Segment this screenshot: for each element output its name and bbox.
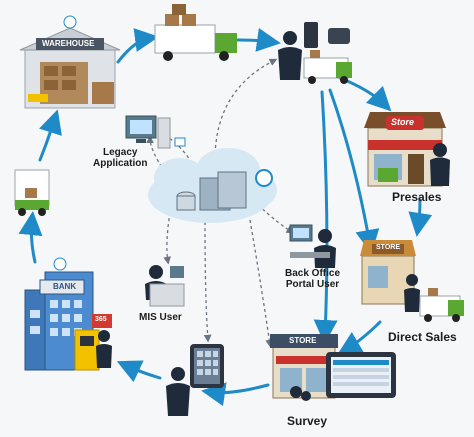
store-presales-sign: Store bbox=[391, 117, 415, 127]
arrow-warehouse-to-truck bbox=[116, 28, 159, 64]
cloud-server-icon bbox=[148, 148, 277, 223]
arrow-salesman-to-survey bbox=[313, 90, 338, 344]
computer-icon bbox=[125, 115, 186, 149]
connector-cloud-survey bbox=[249, 219, 274, 348]
bank-icon bbox=[24, 257, 112, 371]
salesman-icon bbox=[278, 22, 352, 84]
arrow-survey-to-salesman2 bbox=[201, 382, 270, 407]
arrow-presales-to-directsales bbox=[408, 198, 433, 237]
back-office-computer-icon bbox=[289, 224, 336, 268]
direct-sales-label: Direct Sales bbox=[388, 330, 457, 344]
connector-cloud-salesman bbox=[214, 58, 278, 161]
connector-cloud-tablet bbox=[203, 221, 212, 343]
bank-sign-label: BANK bbox=[53, 282, 77, 291]
connector-cloud-mis bbox=[163, 211, 171, 265]
back-office-line1: Back Office bbox=[285, 268, 341, 279]
atm-365-label: 365 bbox=[95, 316, 107, 323]
legacy-label-line1: Legacy bbox=[102, 147, 138, 158]
arrow-truck-to-salesman bbox=[236, 28, 281, 52]
store-survey-icon bbox=[270, 334, 396, 401]
legacy-application-label: Legacy Application bbox=[93, 147, 147, 169]
tablet-icon bbox=[166, 344, 224, 416]
person-icon bbox=[145, 265, 185, 307]
arrow-truck-to-warehouse bbox=[38, 109, 62, 162]
delivery-truck-left-icon bbox=[14, 169, 50, 216]
store-survey-sign: STORE bbox=[289, 336, 317, 345]
delivery-truck-icon bbox=[154, 4, 237, 61]
presales-label: Presales bbox=[392, 190, 442, 204]
store-directsales-icon bbox=[360, 240, 464, 322]
arrow-directsales-to-survey bbox=[337, 320, 382, 355]
back-office-line2: Portal User bbox=[285, 279, 340, 290]
store-directsales-sign: STORE bbox=[376, 244, 400, 251]
arrow-salesman2-to-bank bbox=[116, 360, 162, 383]
legacy-label-line2: Application bbox=[93, 158, 148, 169]
store-presales-icon bbox=[364, 112, 450, 187]
connector-cloud-backoffice bbox=[257, 204, 295, 234]
arrow-salesman-to-directsales bbox=[328, 88, 380, 254]
arrow-bank-to-truck bbox=[18, 211, 43, 264]
mis-user-label: MIS User bbox=[139, 312, 182, 323]
warehouse-icon bbox=[19, 15, 121, 109]
survey-label: Survey bbox=[287, 414, 328, 428]
back-office-label: Back Office Portal User bbox=[285, 268, 340, 290]
warehouse-label: WAREHOUSE bbox=[42, 39, 95, 48]
